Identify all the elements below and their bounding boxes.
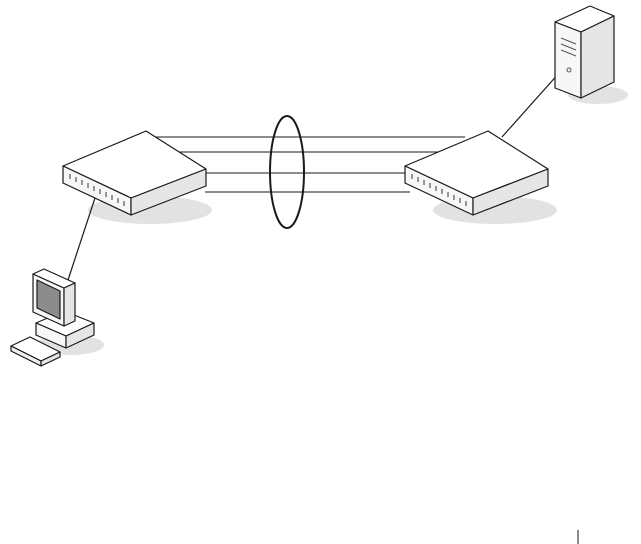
server-uplink [502,72,560,137]
link-aggregation-ring [270,116,304,228]
server-icon [555,6,614,98]
server-front [555,22,581,98]
workstation-link [68,198,95,280]
workstation-monitor-side [64,283,75,326]
shadows [36,86,628,355]
